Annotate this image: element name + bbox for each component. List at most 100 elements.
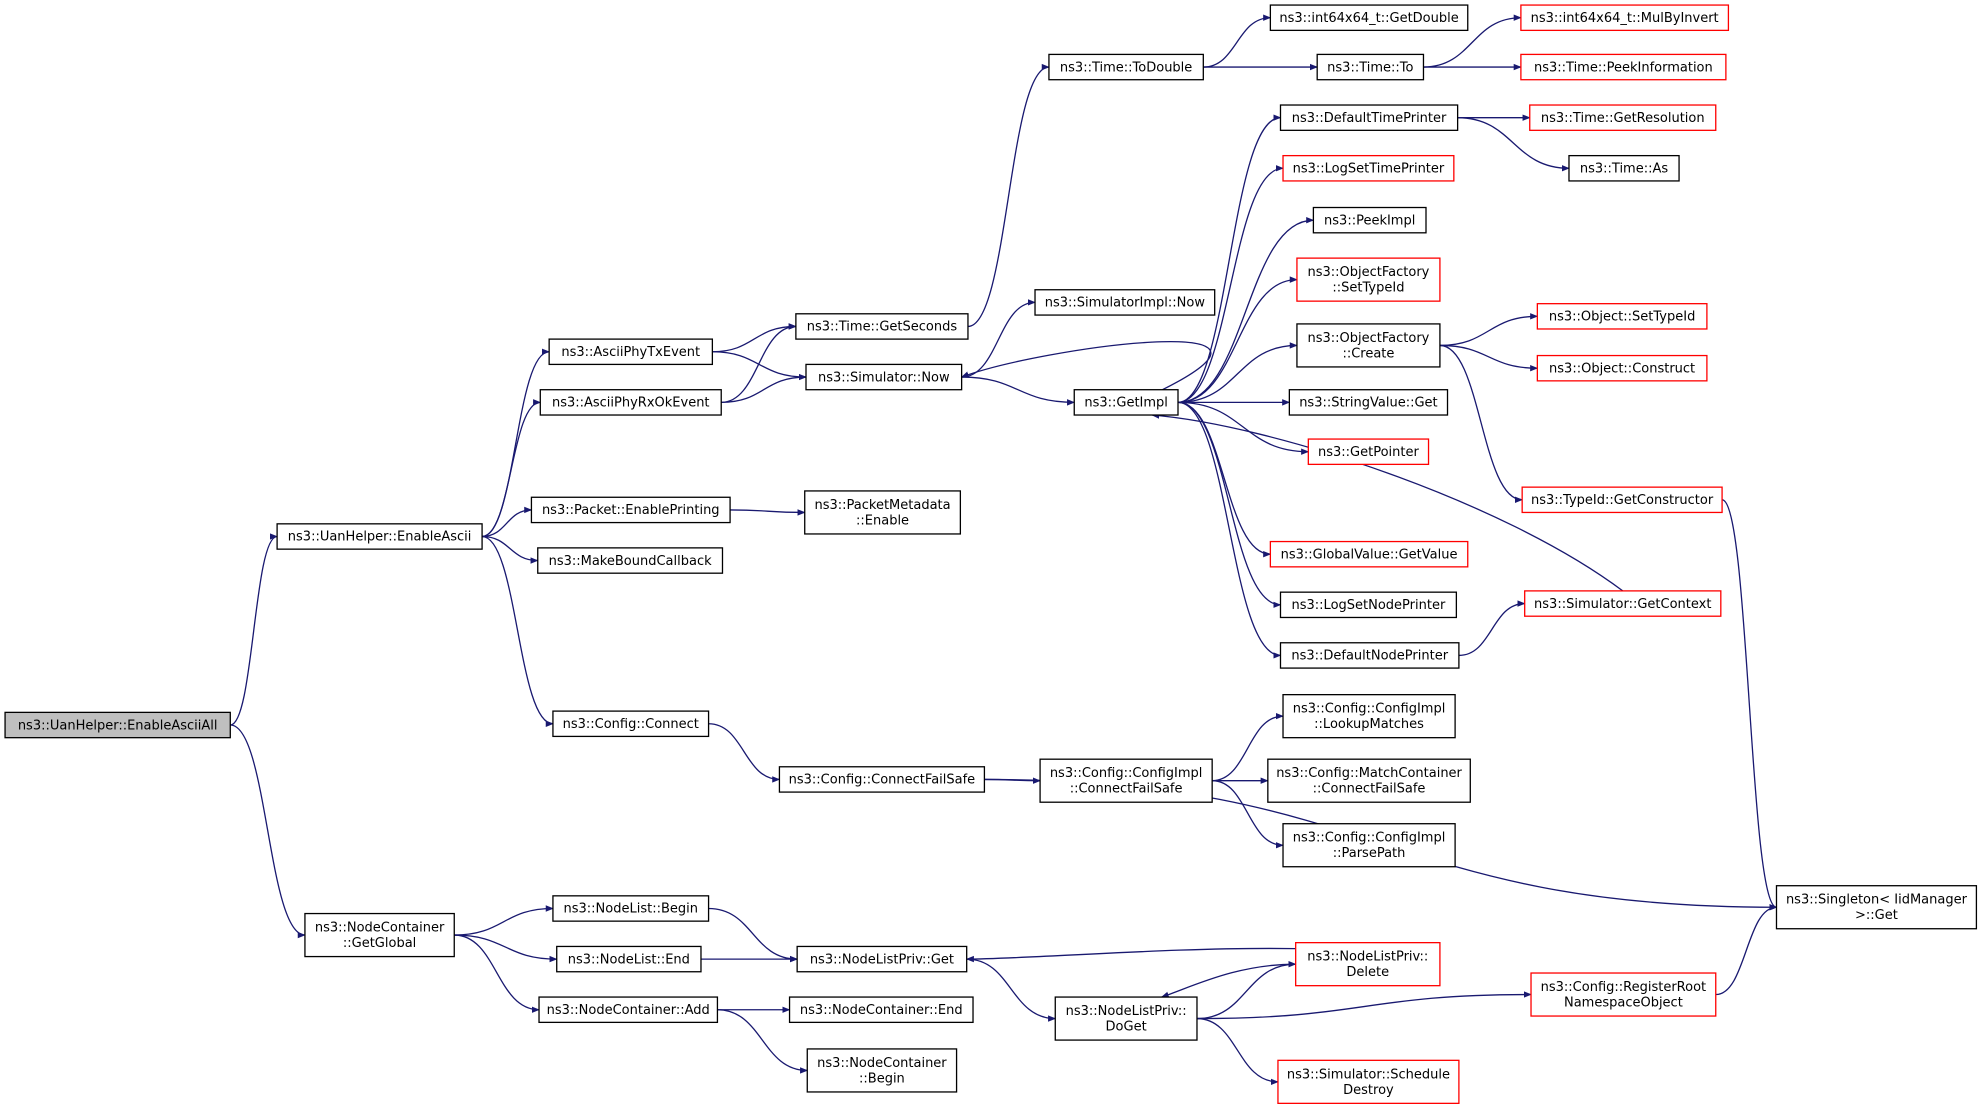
edge-path — [1177, 276, 1298, 404]
node-logSetTime[interactable]: ns3::LogSetTimePrinter — [1282, 154, 1455, 182]
node-ciConnectFailSafe[interactable]: ns3::Config::ConfigImpl::ConnectFailSafe — [1039, 758, 1213, 803]
node-lookupMatches[interactable]: ns3::Config::ConfigImpl::LookupMatches — [1282, 694, 1456, 739]
edge-enableAscii-to-rxOkEvent — [481, 399, 542, 538]
node-box — [1520, 53, 1727, 81]
node-label: ns3::NodeList::Begin — [564, 902, 698, 917]
node-mulByInvert[interactable]: ns3::int64x64_t::MulByInvert — [1520, 4, 1730, 32]
node-parsePath[interactable]: ns3::Config::ConfigImpl::ParsePath — [1282, 823, 1456, 868]
node-enablePrinting[interactable]: ns3::Packet::EnablePrinting — [530, 496, 731, 524]
edge-path — [482, 535, 539, 564]
node-label: ns3::Config::ConfigImpl — [1293, 831, 1446, 846]
edge-getImpl-to-gvGetValue — [1177, 401, 1272, 558]
edge-path — [481, 399, 542, 538]
node-nlpDoGet[interactable]: ns3::NodeListPriv::DoGet — [1054, 996, 1198, 1041]
node-gvGetValue[interactable]: ns3::GlobalValue::GetValue — [1269, 540, 1469, 568]
node-getGlobal[interactable]: ns3::NodeContainer::GetGlobal — [304, 912, 455, 958]
node-ncAdd[interactable]: ns3::NodeContainer::Add — [538, 996, 719, 1024]
node-nlBegin[interactable]: ns3::NodeList::Begin — [552, 895, 710, 922]
edge-nlpDelete-to-nlpGet — [965, 947, 1296, 963]
node-cfgConnect[interactable]: ns3::Config::Connect — [552, 710, 710, 738]
edge-enablePrinting-to-pmEnable — [730, 509, 806, 516]
node-box — [538, 996, 719, 1024]
node-nlEnd[interactable]: ns3::NodeList::End — [556, 945, 702, 973]
edge-rxOkEvent-to-getSeconds — [721, 323, 797, 404]
node-ofSetTypeId[interactable]: ns3::ObjectFactory::SetTypeId — [1296, 257, 1441, 302]
node-pmEnable[interactable]: ns3::PacketMetadata::Enable — [804, 490, 962, 535]
node-simGetContext[interactable]: ns3::Simulator::GetContext — [1524, 590, 1722, 617]
edge-path — [1212, 712, 1284, 782]
edge-path — [961, 299, 1036, 378]
node-box — [552, 710, 710, 738]
node-peekInfo[interactable]: ns3::Time::PeekInformation — [1520, 53, 1727, 81]
node-box — [788, 996, 974, 1024]
node-label: ns3::Packet::EnablePrinting — [542, 503, 720, 518]
node-timeAs[interactable]: ns3::Time::As — [1568, 154, 1680, 182]
edge-simGetContext-to-getImpl — [1151, 412, 1624, 592]
node-box — [1054, 996, 1198, 1041]
node-box — [1536, 303, 1708, 330]
node-root[interactable]: ns3::UanHelper::EnableAsciiAll — [4, 711, 231, 739]
node-ofCreate[interactable]: ns3::ObjectFactory::Create — [1296, 323, 1441, 368]
node-defTimePrinter[interactable]: ns3::DefaultTimePrinter — [1279, 104, 1459, 131]
node-simNow[interactable]: ns3::Simulator::Now — [805, 363, 963, 391]
node-nlpDelete[interactable]: ns3::NodeListPriv::Delete — [1295, 942, 1441, 987]
node-mcConnectFailSafe[interactable]: ns3::Config::MatchContainer::ConnectFail… — [1267, 758, 1471, 803]
edge-enableAscii-to-makeBound — [482, 535, 539, 564]
node-box — [1524, 590, 1722, 617]
node-objConstruct[interactable]: ns3::Object::Construct — [1536, 354, 1708, 382]
edge-rxOkEvent-to-simNow — [721, 373, 807, 404]
node-getSeconds[interactable]: ns3::Time::GetSeconds — [795, 313, 969, 340]
edge-path — [1439, 344, 1539, 372]
edge-ofCreate-to-objSetTypeId — [1439, 313, 1539, 347]
node-peekImpl[interactable]: ns3::PeekImpl — [1312, 206, 1427, 234]
node-ncEnd[interactable]: ns3::NodeContainer::End — [788, 996, 974, 1024]
edge-path — [966, 958, 1057, 1022]
node-getDouble[interactable]: ns3::int64x64_t::GetDouble — [1269, 4, 1469, 32]
node-ncBegin[interactable]: ns3::NodeContainer::Begin — [806, 1048, 958, 1093]
node-box — [539, 389, 722, 416]
edge-path — [1177, 342, 1298, 404]
node-logSetNode[interactable]: ns3::LogSetNodePrinter — [1279, 591, 1458, 619]
node-label: ns3::MakeBoundCallback — [549, 554, 713, 569]
node-box — [1279, 591, 1458, 619]
node-defNodePrinter[interactable]: ns3::DefaultNodePrinter — [1279, 642, 1460, 669]
node-svGet[interactable]: ns3::StringValue::Get — [1288, 389, 1449, 416]
node-enableAscii[interactable]: ns3::UanHelper::EnableAscii — [276, 523, 483, 550]
node-box — [1282, 694, 1456, 739]
node-label: ns3::StringValue::Get — [1299, 396, 1437, 411]
node-rxOkEvent[interactable]: ns3::AsciiPhyRxOkEvent — [539, 389, 722, 416]
node-connectFailSafe[interactable]: ns3::Config::ConnectFailSafe — [778, 766, 986, 793]
node-txEvent[interactable]: ns3::AsciiPhyTxEvent — [548, 338, 714, 366]
node-label: ns3::Object::Construct — [1549, 361, 1695, 376]
node-label: ns3::Time::GetResolution — [1541, 111, 1705, 126]
node-label: ns3::Simulator::GetContext — [1534, 597, 1711, 612]
node-getPointer[interactable]: ns3::GetPointer — [1307, 438, 1430, 466]
node-label: ns3::int64x64_t::GetDouble — [1279, 11, 1458, 26]
node-label: ns3::GlobalValue::GetValue — [1281, 547, 1458, 562]
node-nlpGet[interactable]: ns3::NodeListPriv::Get — [796, 945, 968, 973]
edge-defNodePrinter-to-simGetContext — [1458, 600, 1526, 657]
node-box — [537, 547, 724, 574]
edge-toDouble-to-getDouble — [1203, 14, 1272, 68]
node-box — [804, 490, 962, 535]
node-label: ns3::NodeListPriv:: — [1307, 950, 1428, 965]
edge-ncAdd-to-ncBegin — [717, 1009, 809, 1074]
edge-path — [967, 63, 1050, 328]
node-getImpl[interactable]: ns3::GetImpl — [1073, 389, 1179, 416]
node-implNow[interactable]: ns3::SimulatorImpl::Now — [1034, 289, 1216, 316]
edge-path — [1160, 963, 1296, 998]
node-label: ns3::GetImpl — [1084, 396, 1168, 411]
node-label: ns3::NodeList::End — [568, 952, 690, 967]
node-getResolution[interactable]: ns3::Time::GetResolution — [1529, 104, 1717, 131]
node-getConstructor[interactable]: ns3::TypeId::GetConstructor — [1521, 486, 1723, 514]
node-singletonGet[interactable]: ns3::Singleton< IidManager >::Get — [1775, 885, 1978, 930]
node-toDouble[interactable]: ns3::Time::ToDouble — [1048, 53, 1204, 81]
node-makeBound[interactable]: ns3::MakeBoundCallback — [537, 547, 724, 574]
node-objSetTypeId[interactable]: ns3::Object::SetTypeId — [1536, 303, 1708, 330]
node-timeTo[interactable]: ns3::Time::To — [1316, 53, 1425, 81]
edge-path — [454, 934, 540, 1013]
edges-layer — [230, 14, 1778, 1086]
edge-getImpl-to-defTimePrinter — [1177, 114, 1282, 404]
